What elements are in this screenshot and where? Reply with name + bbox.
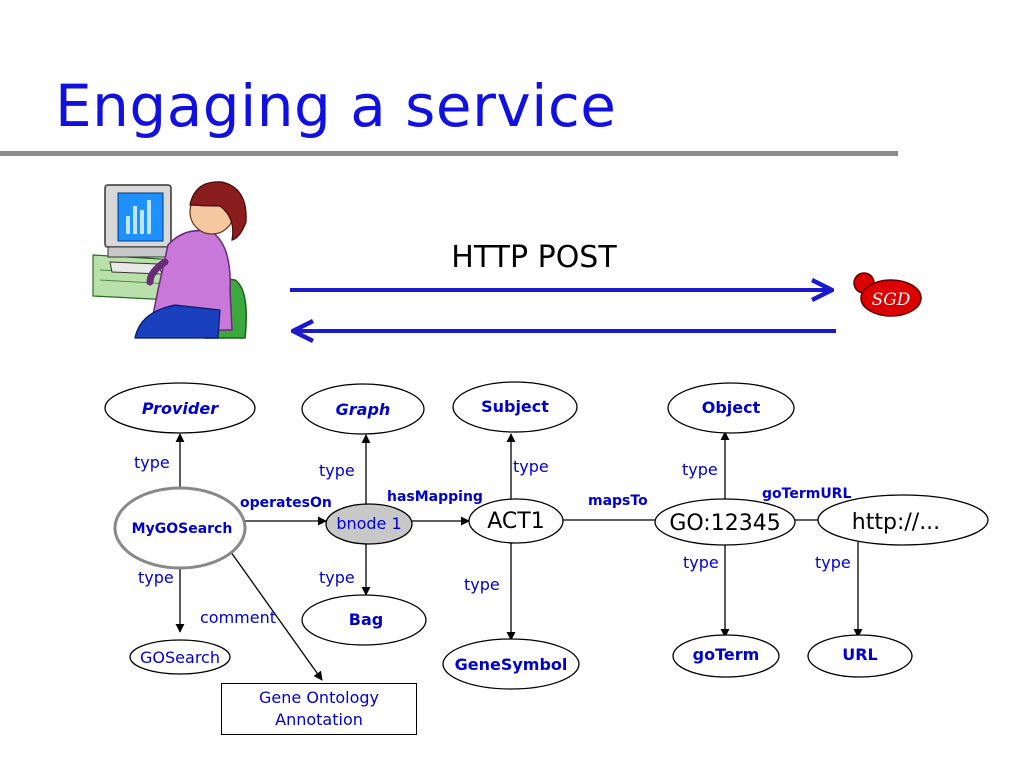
edge-comment (227, 547, 323, 681)
node-http (817, 494, 989, 546)
node-gosearch-label: GOSearch (140, 648, 220, 667)
node-subject-label: Subject (481, 397, 549, 416)
annotation-line-1: Gene Ontology (259, 688, 379, 707)
edge-label-gotermurl: goTermURL (762, 486, 851, 502)
node-bag (301, 594, 427, 646)
title-underline (0, 151, 898, 156)
node-go-id-label: GO:12345 (669, 511, 780, 536)
node-genesymbol (442, 638, 580, 690)
edge-label-hasmapping: hasMapping (387, 489, 483, 505)
edge-label-type-url: type (815, 553, 851, 572)
node-object-label: Object (702, 398, 761, 417)
edge-label-comment: comment (200, 608, 276, 627)
edge-label-type-genesymbol: type (464, 575, 500, 594)
node-http-label: http://... (852, 510, 940, 535)
node-provider-label: Provider (142, 399, 219, 418)
user-at-computer-icon (92, 181, 247, 339)
node-bnode-label: bnode 1 (336, 514, 401, 533)
edge-label-operateson: operatesOn (240, 495, 332, 511)
annotation-line-2: Annotation (275, 710, 363, 729)
node-graph (301, 383, 425, 435)
node-graph-label: Graph (336, 400, 391, 419)
http-post-label: HTTP POST (451, 240, 617, 275)
edge-label-type-gosearch: type (138, 568, 174, 587)
node-act1 (468, 498, 564, 544)
edge-label-type-provider: type (134, 453, 170, 472)
edge-label-type-bag: type (319, 568, 355, 587)
node-bnode (325, 503, 413, 545)
node-act1-label: ACT1 (487, 509, 544, 534)
sgd-logo-text: SGD (872, 290, 911, 310)
edge-label-type-object: type (682, 460, 718, 479)
sgd-logo: SGD (853, 272, 922, 317)
node-goterm (672, 634, 780, 678)
node-genesymbol-label: GeneSymbol (455, 655, 568, 674)
slide-title: Engaging a service (55, 72, 617, 140)
node-gosearch (129, 639, 231, 675)
node-goterm-label: goTerm (693, 645, 760, 664)
edge-label-type-subject: type (513, 457, 549, 476)
edge-label-mapsto: mapsTo (588, 493, 648, 509)
node-go-id (654, 498, 796, 546)
gene-ontology-annotation-box: Gene Ontology Annotation (221, 683, 417, 735)
node-mygosearch (113, 486, 247, 570)
node-mygosearch-label: MyGOSearch (132, 521, 233, 537)
node-bag-label: Bag (349, 610, 383, 629)
node-url (807, 634, 913, 678)
node-object (667, 382, 795, 434)
edge-label-type-graph: type (319, 461, 355, 480)
edge-label-type-goterm: type (683, 553, 719, 572)
node-provider (104, 382, 256, 434)
node-subject (452, 381, 578, 433)
node-url-label: URL (842, 645, 878, 664)
